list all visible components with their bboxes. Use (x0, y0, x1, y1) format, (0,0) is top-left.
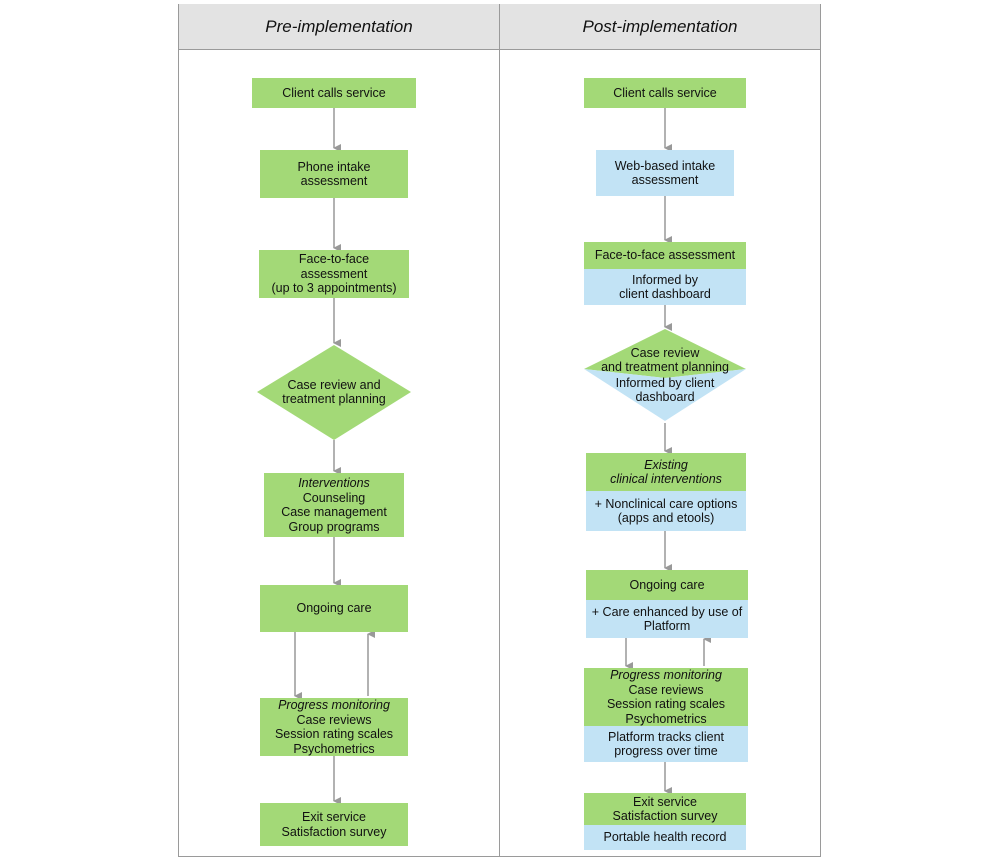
post-progress-note-line2: progress over time (614, 744, 718, 758)
post-progress-title: Progress monitoring (610, 668, 722, 682)
pre-phone-intake-line2: assessment (300, 174, 368, 188)
post-exit-service-box: Exit service Satisfaction survey (584, 793, 746, 825)
pre-progress-item: Case reviews (296, 712, 372, 727)
post-progress-item: Session rating scales (606, 697, 726, 711)
pre-case-review-line1: Case review and (287, 377, 381, 392)
post-face-to-face-note-line1: Informed by (631, 272, 698, 287)
pre-phone-intake-box: Phone intake assessment (260, 150, 408, 198)
pre-exit-line1: Exit service (302, 810, 366, 824)
post-web-intake-line2: assessment (631, 173, 699, 187)
post-client-calls-box: Client calls service (584, 78, 746, 108)
post-exit-line1: Exit service (633, 794, 697, 809)
post-exit-line2: Satisfaction survey (612, 809, 718, 823)
post-nonclinical-box: + Nonclinical care options (apps and eto… (586, 491, 746, 531)
post-progress-item: Case reviews (628, 682, 704, 697)
post-existing-line2: clinical interventions (610, 472, 722, 486)
post-case-review-diamond-top (584, 329, 746, 378)
pre-case-review-text: Case review and treatment planning (264, 370, 404, 414)
post-ongoing-care-text: Ongoing care (629, 577, 705, 592)
post-case-review-note-line1: Informed by client (615, 375, 715, 390)
pre-ongoing-care-text: Ongoing care (296, 601, 372, 616)
post-face-to-face-note-line2: client dashboard (619, 287, 711, 301)
post-exit-note-text: Portable health record (603, 830, 727, 845)
post-existing-interventions-box: Existing clinical interventions (586, 453, 746, 491)
post-case-review-note-line2: dashboard (635, 390, 695, 404)
post-case-review-note-text: Informed by client dashboard (600, 375, 730, 405)
post-progress-monitoring-box: Progress monitoring Case reviews Session… (584, 668, 748, 726)
post-client-calls-text: Client calls service (613, 85, 717, 100)
post-face-to-face-note-box: Informed by client dashboard (584, 269, 746, 305)
pre-case-review-line2: treatment planning (282, 392, 386, 406)
pre-interventions-item: Counseling (302, 490, 366, 505)
pre-phone-intake-line1: Phone intake (297, 159, 371, 174)
post-face-to-face-text: Face-to-face assessment (594, 248, 736, 263)
post-progress-item: Psychometrics (625, 711, 707, 726)
pre-ongoing-care-box: Ongoing care (260, 585, 408, 632)
post-implementation-header: Post-implementation (500, 4, 820, 50)
post-header-title: Post-implementation (582, 16, 738, 36)
post-ongoing-note-line1: + Care enhanced by use of (591, 604, 743, 619)
post-face-to-face-box: Face-to-face assessment (584, 242, 746, 269)
post-progress-note-box: Platform tracks client progress over tim… (584, 726, 748, 762)
pre-client-calls-box: Client calls service (252, 78, 416, 108)
pre-implementation-header: Pre-implementation (179, 4, 499, 50)
post-nonclinical-line2: (apps and etools) (617, 511, 715, 525)
post-ongoing-care-box: Ongoing care (586, 570, 748, 600)
post-web-intake-line1: Web-based intake (614, 158, 716, 173)
column-divider (499, 4, 500, 857)
post-existing-line1: Existing (644, 457, 688, 472)
post-ongoing-note-line2: Platform (643, 619, 691, 633)
pre-face-to-face-box: Face-to-face assessment (up to 3 appoint… (259, 250, 409, 298)
pre-face-to-face-line2: assessment (300, 266, 368, 281)
pre-interventions-box: Interventions Counseling Case management… (264, 473, 404, 537)
post-ongoing-note-box: + Care enhanced by use of Platform (586, 600, 748, 638)
post-exit-note-box: Portable health record (584, 825, 746, 850)
pre-face-to-face-line3: (up to 3 appointments) (271, 281, 397, 296)
pre-case-review-diamond (257, 345, 411, 440)
post-progress-note-line1: Platform tracks client (607, 729, 724, 744)
post-web-intake-box: Web-based intake assessment (596, 150, 734, 196)
pre-progress-title: Progress monitoring (278, 698, 390, 712)
pre-interventions-item: Group programs (288, 519, 380, 534)
pre-face-to-face-line1: Face-to-face (298, 252, 370, 267)
post-case-review-line2: and treatment planning (601, 360, 729, 374)
pre-header-title: Pre-implementation (265, 16, 413, 36)
pre-client-calls-text: Client calls service (282, 85, 386, 100)
post-case-review-line1: Case review (630, 345, 700, 360)
pre-progress-monitoring-box: Progress monitoring Case reviews Session… (260, 698, 408, 756)
pre-exit-service-box: Exit service Satisfaction survey (260, 803, 408, 846)
post-nonclinical-line1: + Nonclinical care options (594, 496, 738, 511)
pre-exit-line2: Satisfaction survey (281, 824, 387, 839)
pre-progress-item: Session rating scales (274, 727, 394, 741)
pre-interventions-item: Case management (281, 505, 387, 519)
pre-progress-item: Psychometrics (293, 741, 375, 756)
post-case-review-text: Case review and treatment planning (600, 345, 730, 375)
pre-interventions-title: Interventions (298, 476, 370, 490)
post-case-review-diamond-bottom (584, 369, 746, 421)
